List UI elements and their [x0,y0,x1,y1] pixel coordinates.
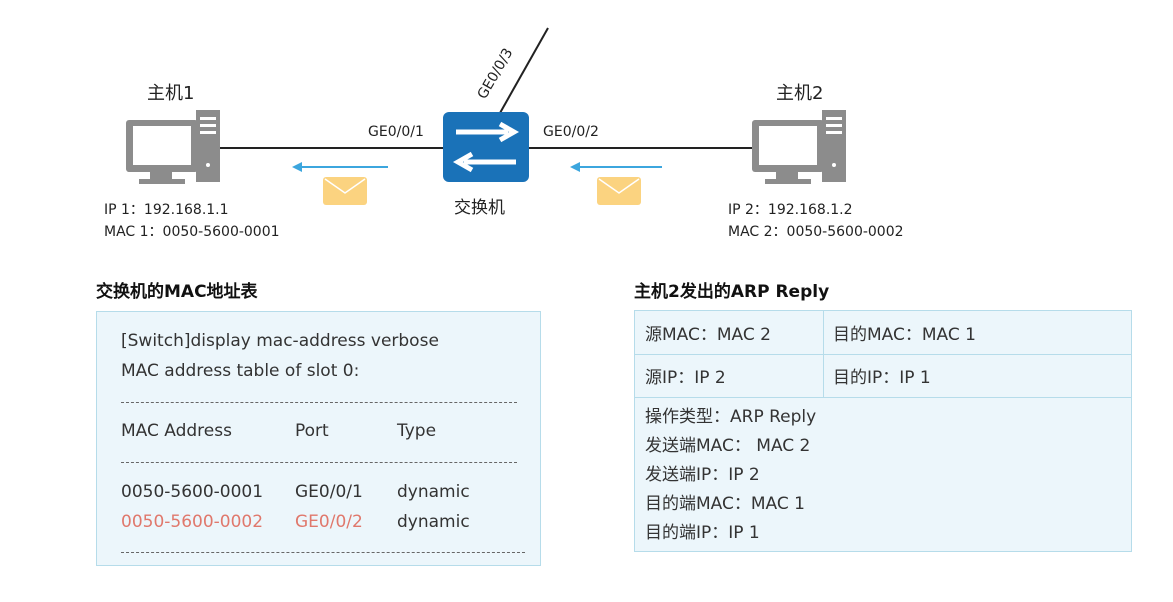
cell-divider [823,311,824,354]
flow-arrow-left-2 [570,162,662,172]
mac-table-title: 交换机的MAC地址表 [96,282,258,302]
port-label-ge001: GE0/0/1 [368,124,424,140]
row1-port: GE0/0/1 [295,482,363,502]
mac-table-command: [Switch]display mac-address verbose [121,331,439,351]
arp-field-target-mac: 目的端MAC：MAC 1 [645,494,805,514]
arp-fields-list: 操作类型：ARP Reply 发送端MAC： MAC 2 发送端IP：IP 2 … [645,403,816,548]
separator-dashed [121,552,525,553]
flow-arrow-left-1 [292,162,388,172]
arp-dst-ip: 目的IP：IP 1 [833,368,931,388]
header-port: Port [295,421,329,441]
header-mac-address: MAC Address [121,421,232,441]
row2-type: dynamic [397,512,470,532]
separator-dashed [121,462,517,463]
arp-src-mac: 源MAC：MAC 2 [645,325,771,345]
row1-mac: 0050-5600-0001 [121,482,264,502]
network-diagram: GE0/0/3 [126,27,846,205]
mac-table-subtitle: MAC address table of slot 0: [121,361,360,381]
arp-dst-mac: 目的MAC：MAC 1 [833,325,976,345]
host1-computer-icon [126,110,220,184]
envelope-icon-1 [323,177,367,205]
arp-field-sender-mac: 发送端MAC： MAC 2 [645,436,811,456]
arp-field-target-ip: 目的端IP：IP 1 [645,523,760,543]
row2-mac: 0050-5600-0002 [121,512,264,532]
switch-label: 交换机 [454,198,505,218]
arp-reply-table: 源MAC：MAC 2 目的MAC：MAC 1 源IP：IP 2 目的IP：IP … [634,310,1132,552]
row1-type: dynamic [397,482,470,502]
host2-computer-icon [752,110,846,184]
arp-field-op-type: 操作类型：ARP Reply [645,407,817,427]
host1-mac: MAC 1：0050-5600-0001 [104,224,280,240]
host2-ip: IP 2：192.168.1.2 [728,202,853,218]
arp-src-ip: 源IP：IP 2 [645,368,726,388]
header-type: Type [397,421,437,441]
link-switch-uplink [499,27,549,114]
host2-title: 主机2 [776,83,824,104]
host1-ip: IP 1：192.168.1.1 [104,202,229,218]
arp-row-mac: 源MAC：MAC 2 目的MAC：MAC 1 [635,311,1131,355]
cell-divider [823,354,824,397]
row2-port: GE0/0/2 [295,512,363,532]
host1-title: 主机1 [147,83,195,104]
arp-reply-title: 主机2发出的ARP Reply [634,282,830,302]
separator-dashed [121,402,517,403]
envelope-icon-2 [597,177,641,205]
arp-field-sender-ip: 发送端IP：IP 2 [645,465,760,485]
switch-arrows-icon [443,112,529,182]
arp-row-ip: 源IP：IP 2 目的IP：IP 1 [635,354,1131,398]
port-label-ge002: GE0/0/2 [543,124,599,140]
host2-mac: MAC 2：0050-5600-0002 [728,224,904,240]
mac-table-panel: [Switch]display mac-address verbose MAC … [96,311,541,566]
